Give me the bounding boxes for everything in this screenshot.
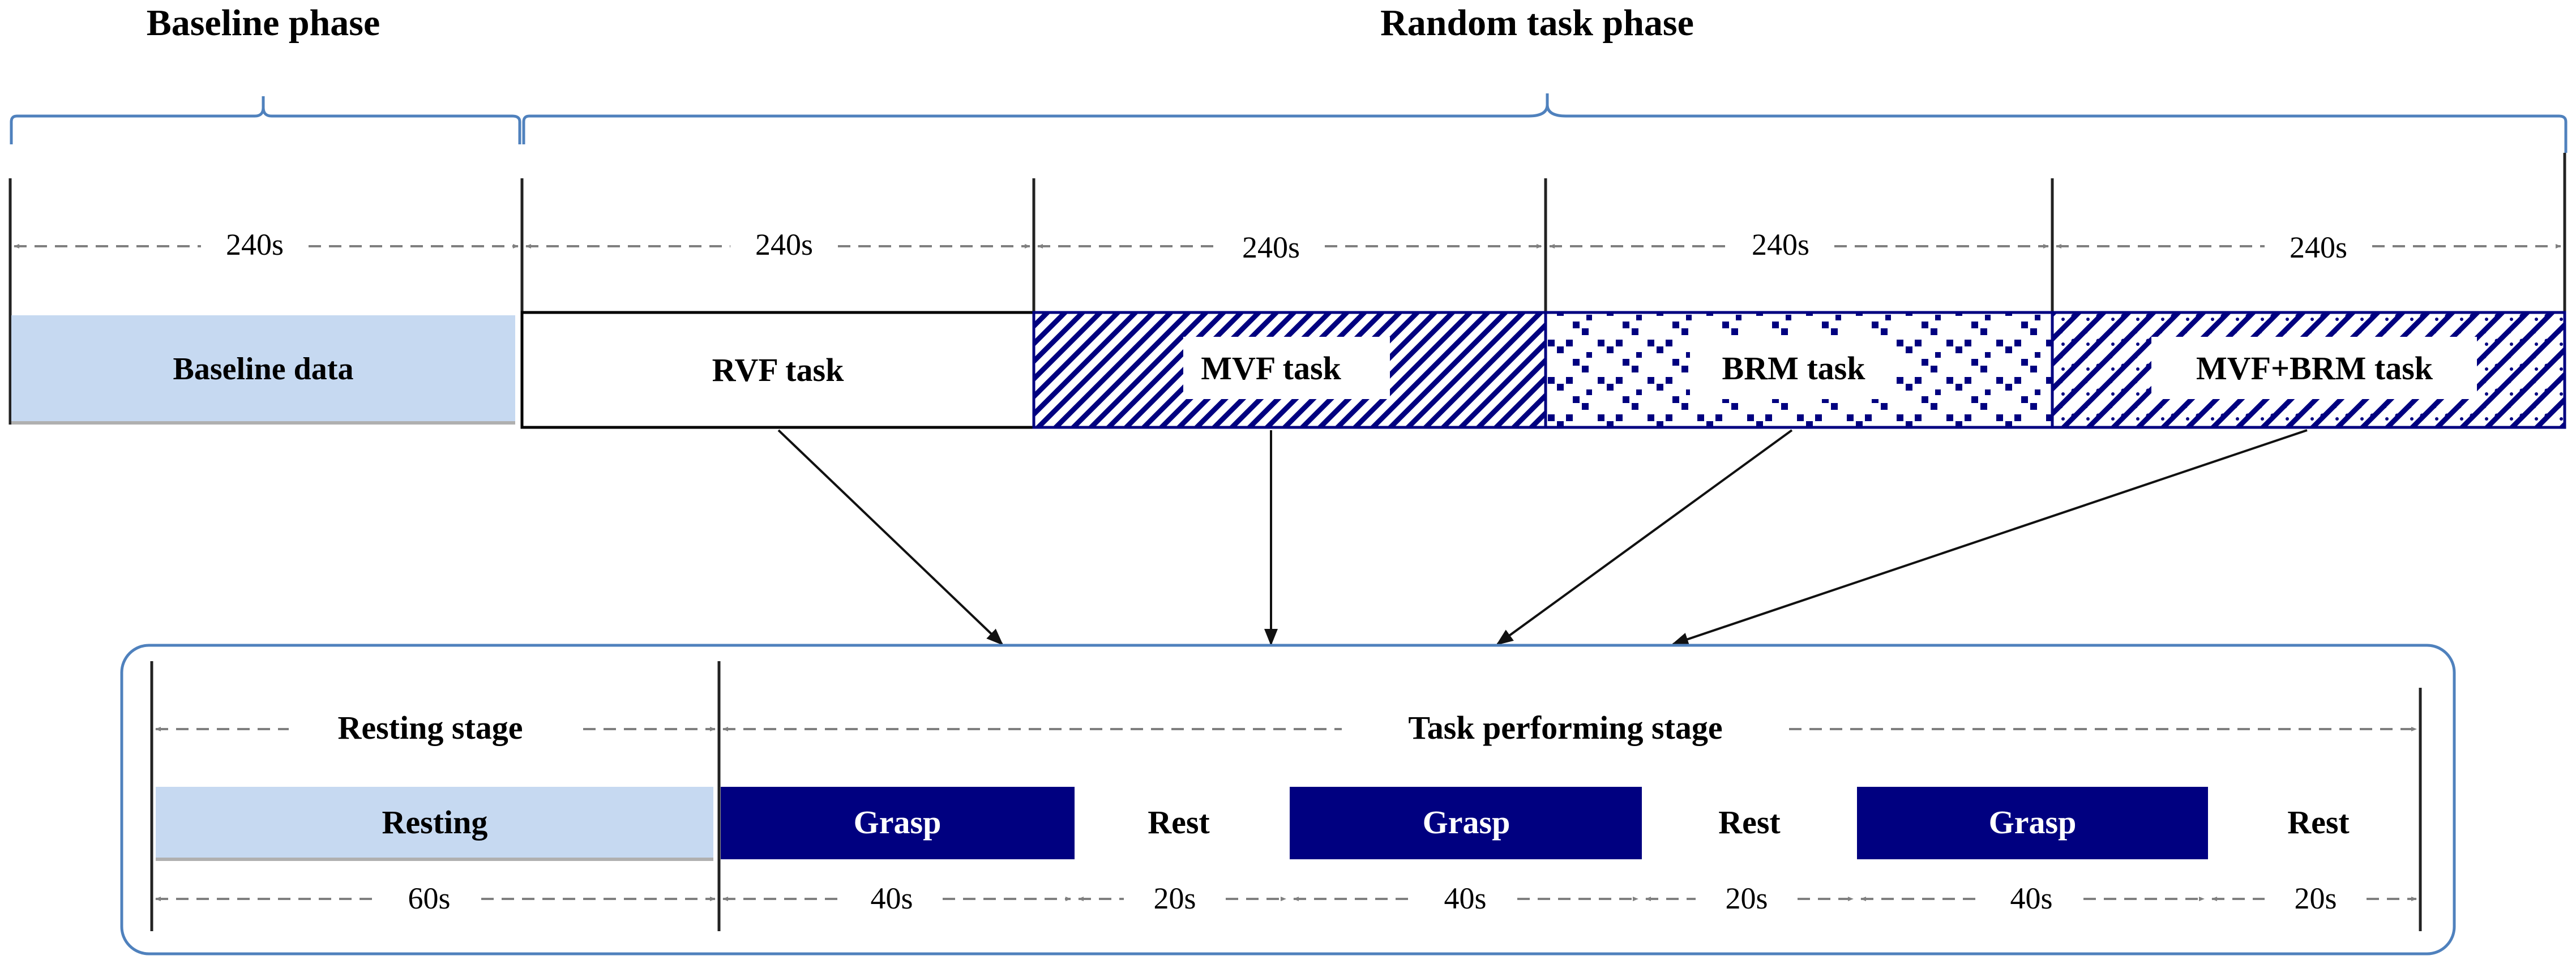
connector-arrow-mvf-brm (1671, 429, 2308, 646)
top-duration-row: 240s 240s 240s 240s 240s (14, 228, 2561, 264)
duration-label-rest: 20s (2294, 881, 2337, 915)
random-task-phase-title: Random task phase (1380, 2, 1694, 44)
duration-label-resting: 60s (408, 881, 450, 915)
baseline-phase-brace (10, 96, 521, 144)
rest-block-label: Rest (2287, 804, 2350, 841)
brm-task-label: BRM task (1722, 350, 1866, 387)
grasp-block: Grasp (1290, 787, 1642, 859)
duration-label-rvf: 240s (755, 228, 813, 262)
rvf-task-block: RVF task (520, 311, 1035, 429)
connector-arrow-rvf (777, 429, 1004, 646)
grasp-block: Grasp (721, 787, 1075, 859)
duration-label-mvf: 240s (1242, 230, 1300, 264)
mvf-task-block: MVF task (1032, 311, 1547, 429)
grasp-block: Grasp (1857, 787, 2208, 859)
random-task-phase-brace (522, 93, 2568, 153)
trial-detail-panel (120, 644, 2456, 956)
baseline-data-label: Baseline data (173, 352, 354, 387)
duration-label-grasp: 40s (1444, 881, 1486, 915)
grasp-block-label: Grasp (1423, 804, 1510, 841)
baseline-data-block: Baseline data (11, 315, 515, 425)
grasp-block-label: Grasp (854, 804, 942, 841)
mvf-brm-task-block: MVF+BRM task (2051, 311, 2566, 429)
rest-block-label: Rest (1148, 804, 1210, 841)
bottom-duration-row: 60s 40s 20s 40s 20s 40s 20s (155, 881, 2417, 915)
rest-block: Rest (2287, 804, 2350, 841)
stage-row: Resting stage Task performing stage (155, 709, 2417, 746)
rvf-task-label: RVF task (712, 352, 844, 388)
duration-label-grasp: 40s (2010, 881, 2052, 915)
rest-block: Rest (1148, 804, 1210, 841)
resting-block: Resting (156, 787, 713, 861)
duration-label-rest: 20s (1153, 881, 1196, 915)
rest-block-label: Rest (1718, 804, 1781, 841)
duration-label-brm: 240s (1752, 228, 1809, 262)
duration-label-mvf-brm: 240s (2290, 230, 2347, 264)
mvf-task-label: MVF task (1201, 350, 1341, 387)
duration-label-baseline: 240s (226, 228, 284, 262)
mvf-brm-task-label: MVF+BRM task (2196, 350, 2433, 387)
connector-arrow-brm (1496, 429, 1793, 645)
duration-label-rest: 20s (1725, 881, 1768, 915)
baseline-phase-title: Baseline phase (147, 2, 380, 44)
brm-task-block: BRM task (1544, 311, 2054, 429)
resting-stage-label: Resting stage (337, 709, 523, 746)
rest-block: Rest (1718, 804, 1781, 841)
resting-block-label: Resting (382, 804, 488, 841)
task-performing-stage-label: Task performing stage (1408, 709, 1722, 746)
grasp-block-label: Grasp (1989, 804, 2077, 841)
duration-label-grasp: 40s (870, 881, 913, 915)
